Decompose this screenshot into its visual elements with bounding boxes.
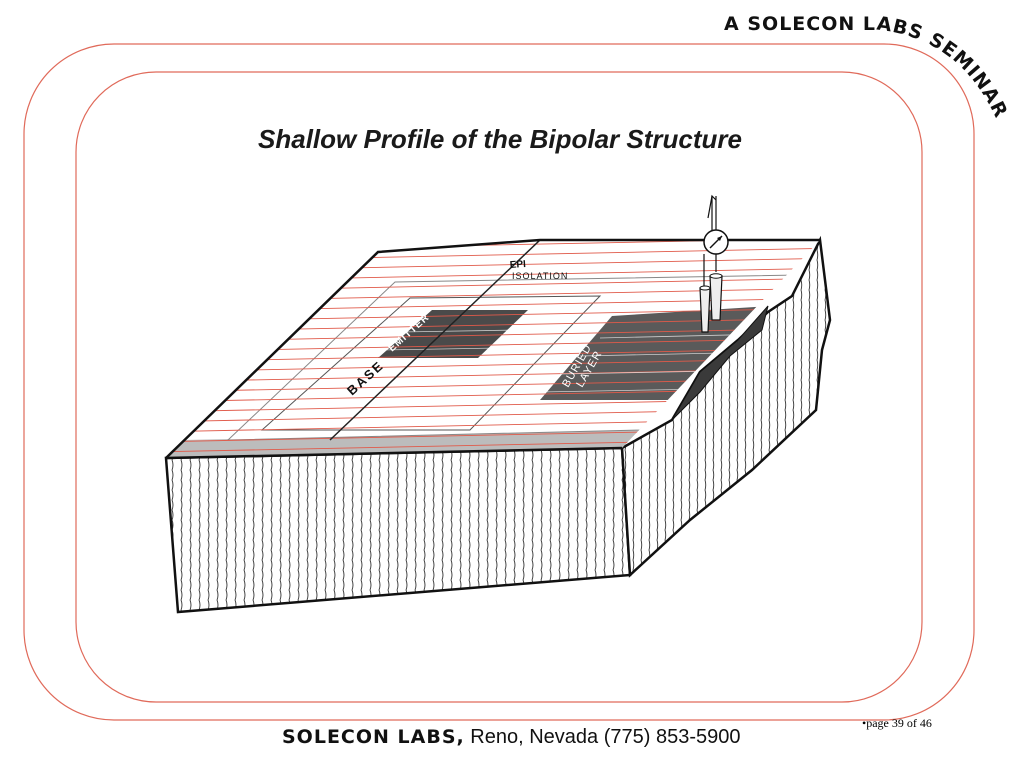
buried-layer-cut <box>671 305 769 421</box>
inner-frame <box>75 71 923 703</box>
footer-location: Reno, Nevada (775) 853-5900 <box>464 726 741 748</box>
page-marker: • <box>862 716 867 730</box>
epi-band <box>166 430 640 458</box>
epi-boundary <box>329 240 541 441</box>
emitter-region <box>378 310 528 358</box>
footer-brand: SOLECON LABS, <box>282 726 465 748</box>
probe-icon <box>699 273 723 333</box>
epi-label: EPI <box>509 259 526 271</box>
base-region <box>260 295 602 431</box>
page-number: •page 39 of 46 <box>862 716 932 731</box>
top-outline <box>165 238 820 459</box>
outer-frame <box>23 43 975 721</box>
isolation-label: ISOLATION <box>512 271 568 281</box>
page-text: page 39 of 46 <box>866 716 932 730</box>
slide-title: Shallow Profile of the Bipolar Structure <box>258 124 742 154</box>
footer: SOLECON LABS, Reno, Nevada (775) 853-590… <box>282 726 740 749</box>
ammeter-icon <box>703 194 729 286</box>
front-face <box>164 446 632 614</box>
